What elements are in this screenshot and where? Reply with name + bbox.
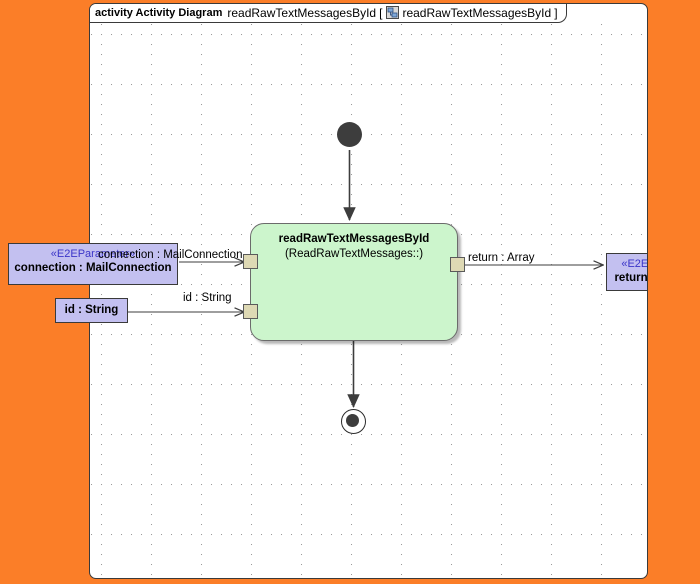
activity-final-node[interactable] bbox=[341, 409, 366, 434]
edge-label-return: return : Array bbox=[468, 252, 535, 264]
return-parameter-box[interactable]: «E2EArray» return : Array bbox=[606, 253, 648, 291]
action-node-title: readRawTextMessagesById bbox=[278, 233, 430, 245]
input-pin-id[interactable] bbox=[243, 304, 258, 319]
id-parameter-label: id : String bbox=[64, 304, 119, 316]
activity-final-inner bbox=[346, 414, 359, 427]
diagram-keyword: activity Activity Diagram bbox=[95, 6, 223, 19]
input-pin-connection[interactable] bbox=[243, 254, 258, 269]
connection-parameter-box[interactable]: «E2EParameter» connection : MailConnecti… bbox=[8, 243, 178, 285]
edge-label-id: id : String bbox=[183, 292, 232, 304]
connection-parameter-stereotype: «E2EParameter» bbox=[50, 248, 136, 260]
return-parameter-stereotype: «E2EArray» bbox=[621, 258, 648, 270]
activity-diagram-icon bbox=[386, 6, 400, 19]
activity-diagram-frame: activity Activity Diagram readRawTextMes… bbox=[89, 3, 648, 579]
action-node[interactable]: readRawTextMessagesById (ReadRawTextMess… bbox=[250, 223, 458, 341]
return-parameter-label: return : Array bbox=[614, 272, 648, 284]
edge-label-connection: connection : MailConnection bbox=[98, 249, 243, 261]
action-node-subtitle: (ReadRawTextMessages::) bbox=[284, 248, 424, 260]
id-parameter-box[interactable]: id : String bbox=[55, 298, 128, 323]
connection-parameter-label: connection : MailConnection bbox=[14, 262, 172, 274]
diagram-context-name: readRawTextMessagesById bbox=[402, 5, 552, 20]
output-pin-return[interactable] bbox=[450, 257, 465, 272]
diagram-name: readRawTextMessagesById bbox=[227, 5, 377, 20]
bracket-open: [ bbox=[379, 5, 383, 20]
bracket-close: ] bbox=[554, 5, 558, 20]
diagram-header: activity Activity Diagram readRawTextMes… bbox=[90, 4, 567, 23]
initial-node[interactable] bbox=[337, 122, 362, 147]
